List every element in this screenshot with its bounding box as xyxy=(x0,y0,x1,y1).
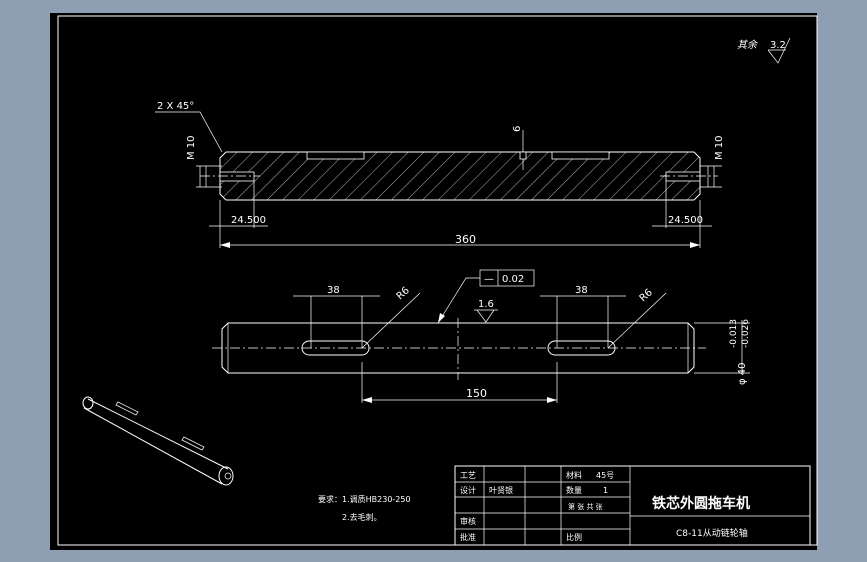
row-design: 设计 xyxy=(460,485,476,495)
row-approve: 批准 xyxy=(460,532,476,542)
end-offset-right-label: 24.500 xyxy=(668,215,703,226)
end-offset-left-label: 24.500 xyxy=(231,215,266,226)
isometric-view xyxy=(82,396,234,486)
sheet-info: 第 张 共 张 xyxy=(568,502,603,511)
material-value: 45号 xyxy=(596,471,614,480)
tech-requirements: 要求：1.调质HB230-250 2.去毛刺。 xyxy=(318,494,411,522)
iso-shaft xyxy=(83,398,229,485)
iso-shaft-end xyxy=(218,466,234,486)
keyway-depth-label: 6 xyxy=(512,126,523,132)
designer-name: 叶贤银 xyxy=(489,485,513,495)
part-title: 铁芯外圆拖车机 xyxy=(652,495,750,512)
keyway-slot-right xyxy=(547,340,616,356)
surface-finish-value: 3.2 xyxy=(770,40,786,51)
qty-value: 1 xyxy=(603,486,608,495)
title-block: 工艺 设计 叶贤银 审核 批准 材料 45号 数量 1 第 张 共 张 比例 铁… xyxy=(454,465,811,546)
roughness-center: 1.6 xyxy=(478,299,494,310)
keyway-slot-left xyxy=(301,340,370,356)
flatness-symbol: — xyxy=(484,274,494,285)
surface-finish-label: 其余 xyxy=(737,39,759,51)
qty-label: 数量 xyxy=(566,485,582,495)
chamfer-label: 2 X 45° xyxy=(157,101,194,112)
tolerance-lower: -0.026 xyxy=(741,319,751,348)
row-check: 审核 xyxy=(460,516,476,526)
drawing-sheet xyxy=(50,13,817,550)
key-spacing-label: 150 xyxy=(466,387,487,400)
side-view: 38 38 R6 R6 — 0.02 1.6 150 φ 40 -0.013 -… xyxy=(212,269,751,403)
iso-keyway-left xyxy=(115,401,139,416)
tech-req-line-2: 2.去毛刺。 xyxy=(342,512,382,522)
drawing-border xyxy=(57,15,818,546)
section-view: M 10 M 10 2 X 45° 6 24.500 24.500 360 xyxy=(155,101,725,248)
section-body xyxy=(219,151,701,201)
material-label: 材料 xyxy=(566,470,582,480)
tech-req-line-1: 要求：1.调质HB230-250 xyxy=(318,494,411,504)
iso-keyway-right xyxy=(181,436,205,451)
thread-left-label: M 10 xyxy=(186,135,197,160)
surface-finish-note: 其余 3.2 xyxy=(737,37,791,64)
tolerance-upper: -0.013 xyxy=(729,319,739,348)
key-length-right-label: 38 xyxy=(575,285,588,296)
overall-length-label: 360 xyxy=(455,233,476,246)
flatness-value: 0.02 xyxy=(502,274,524,285)
diameter-label: φ 40 xyxy=(737,363,748,386)
row-craft: 工艺 xyxy=(460,471,476,480)
thread-right-label: M 10 xyxy=(714,135,725,160)
flatness-frame: — 0.02 xyxy=(437,269,535,324)
part-subtitle: C8-11从动链轮轴 xyxy=(676,527,748,539)
ratio-label: 比例 xyxy=(566,532,582,542)
key-length-left-label: 38 xyxy=(327,285,340,296)
